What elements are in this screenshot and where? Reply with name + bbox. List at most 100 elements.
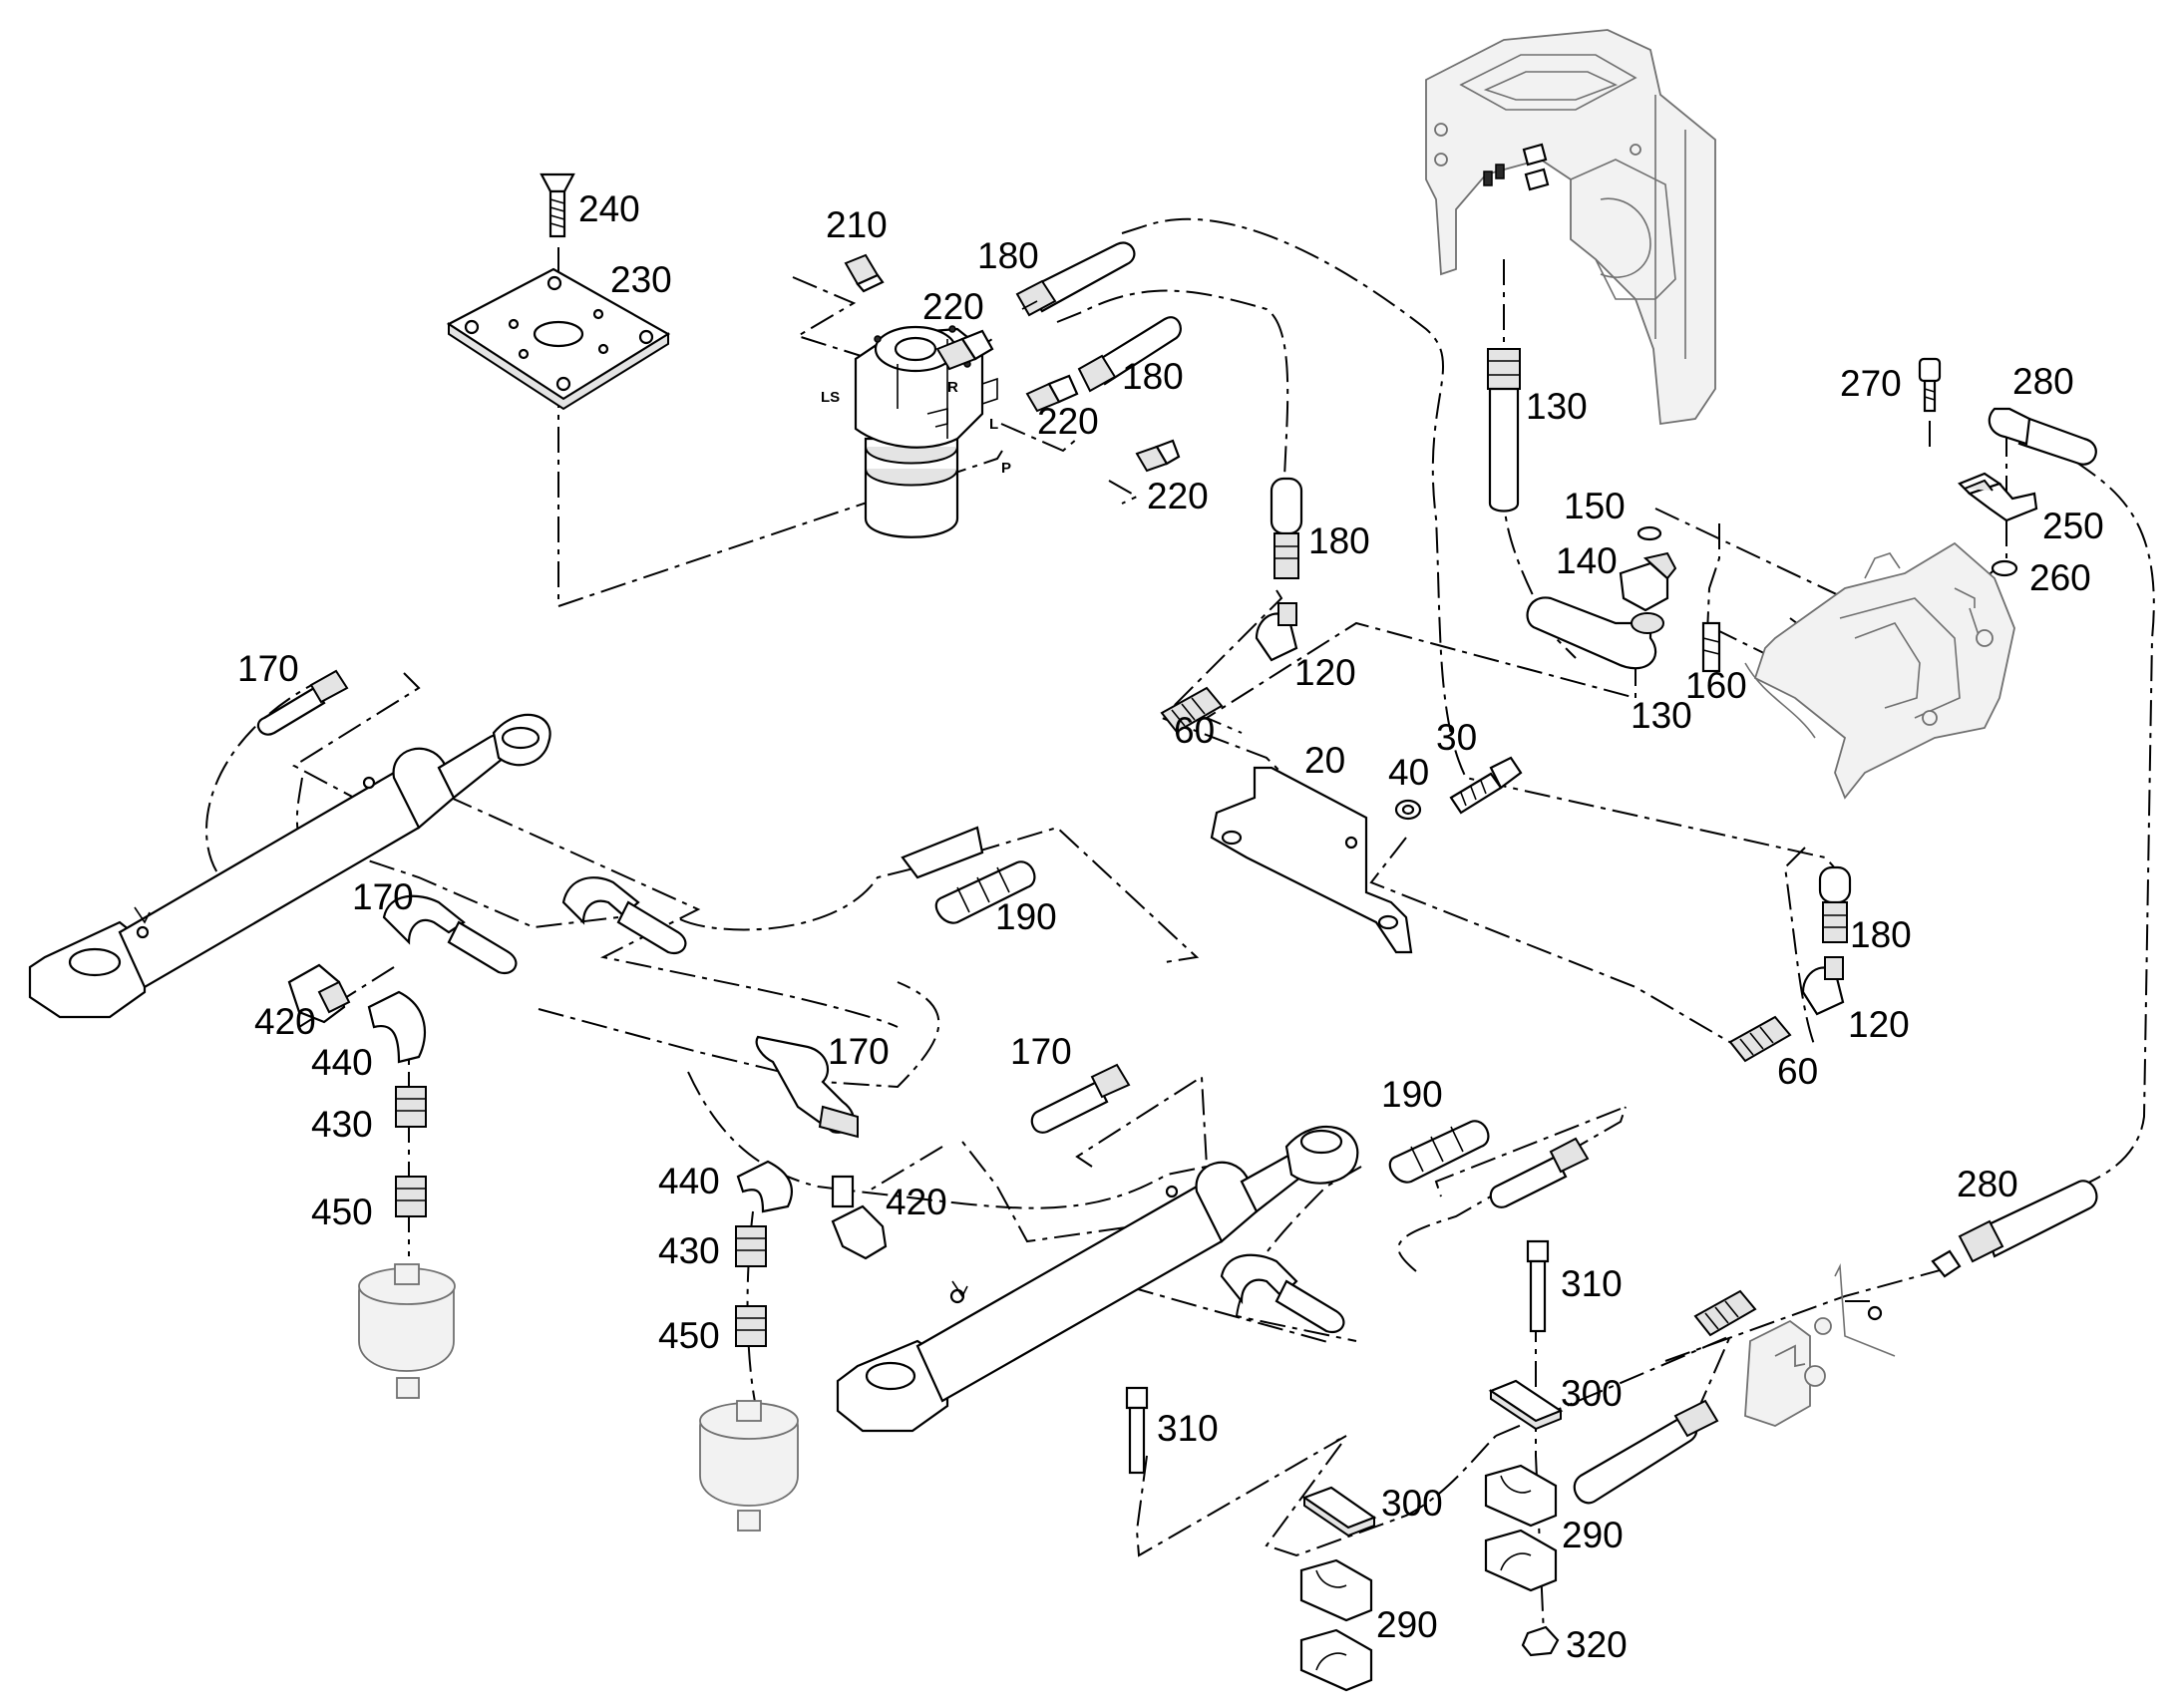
accumulator-right bbox=[699, 1400, 799, 1532]
hose-280-lower bbox=[1958, 1180, 2098, 1263]
label-230: 230 bbox=[610, 259, 672, 300]
label-310-left: 310 bbox=[1157, 1408, 1219, 1449]
screw-270 bbox=[1918, 357, 1942, 413]
label-420-right: 420 bbox=[886, 1182, 947, 1222]
port-p-label: P bbox=[1001, 460, 1011, 477]
label-300-left: 300 bbox=[1381, 1483, 1443, 1524]
label-190-lower: 190 bbox=[1381, 1074, 1443, 1115]
steering-cylinder-right bbox=[836, 1126, 1359, 1433]
label-240: 240 bbox=[578, 188, 640, 229]
fitting-420-left bbox=[287, 963, 351, 1024]
fitting-60-upper bbox=[1160, 686, 1224, 734]
port-r-label: R bbox=[947, 379, 958, 396]
label-120-lower: 120 bbox=[1848, 1004, 1910, 1045]
fitting-450-right bbox=[735, 1305, 767, 1347]
hose-180-top bbox=[1015, 241, 1136, 317]
fitting-lower-right bbox=[1693, 1289, 1757, 1337]
hose-280-top bbox=[1988, 407, 2097, 466]
fitting-220-l bbox=[1025, 374, 1079, 413]
elbow-440-left bbox=[367, 990, 427, 1064]
label-130-elbow: 130 bbox=[1631, 695, 1692, 736]
fitting-220-p bbox=[1135, 439, 1181, 473]
label-440-left: 440 bbox=[311, 1042, 373, 1083]
fitting-450-left bbox=[395, 1176, 427, 1217]
hose-160-lower-right bbox=[1489, 1137, 1590, 1208]
hose-170-right-of-left bbox=[755, 1035, 859, 1139]
label-180-vertical: 180 bbox=[1308, 520, 1370, 561]
label-280-lower: 280 bbox=[1957, 1164, 2018, 1204]
clip-lower-right bbox=[1931, 1249, 1962, 1278]
valve-block-lower-right bbox=[1744, 1263, 1896, 1427]
hose-valve-block-lower-right bbox=[1573, 1399, 1719, 1505]
fitting-430-right bbox=[735, 1225, 767, 1267]
label-180-top: 180 bbox=[977, 235, 1039, 276]
hose-170-center bbox=[561, 876, 687, 955]
label-30: 30 bbox=[1436, 717, 1477, 758]
fitting-420-right bbox=[831, 1175, 888, 1260]
bracket-20 bbox=[1210, 766, 1413, 954]
label-60-upper: 60 bbox=[1174, 710, 1215, 751]
steering-column-lower bbox=[1744, 541, 2015, 800]
label-270: 270 bbox=[1840, 363, 1902, 404]
hose-170-top-left bbox=[256, 669, 349, 736]
label-170-lower-center: 170 bbox=[1010, 1031, 1072, 1072]
plate-300-left bbox=[1301, 1486, 1377, 1537]
plate-300-right bbox=[1488, 1379, 1564, 1431]
routing-lines bbox=[205, 217, 2155, 1636]
elbow-120-lower bbox=[1801, 956, 1845, 1016]
mounting-plate bbox=[446, 267, 671, 411]
clamp-290-left-upper bbox=[1299, 1558, 1373, 1622]
label-430-left: 430 bbox=[311, 1104, 373, 1145]
label-150: 150 bbox=[1564, 486, 1626, 526]
port-ls-label: LS bbox=[821, 389, 840, 406]
hose-170-mid-left bbox=[382, 894, 518, 975]
label-220-l: 220 bbox=[1037, 401, 1099, 442]
hose-130-vertical bbox=[1487, 348, 1521, 512]
port-l-label: L bbox=[989, 416, 998, 433]
label-170-top-left: 170 bbox=[237, 648, 299, 689]
bolt-310-right bbox=[1526, 1239, 1550, 1333]
hose-180-upper-right bbox=[1077, 316, 1182, 393]
hose-190-upper bbox=[901, 826, 1036, 924]
label-280-top: 280 bbox=[2012, 361, 2074, 402]
label-290-right: 290 bbox=[1562, 1515, 1624, 1555]
hose-130-elbow bbox=[1526, 596, 1664, 670]
hose-190-lower bbox=[1388, 1120, 1490, 1184]
fitting-60-lower bbox=[1728, 1015, 1792, 1063]
small-fittings-bracket bbox=[1483, 143, 1550, 191]
label-160: 160 bbox=[1685, 665, 1747, 706]
hose-elbow-lower-center bbox=[1220, 1253, 1345, 1334]
label-260: 260 bbox=[2029, 557, 2091, 598]
hose-170-lower-center bbox=[1030, 1063, 1131, 1134]
clamp-290-left-lower bbox=[1299, 1628, 1373, 1692]
bolt-30 bbox=[1449, 756, 1523, 815]
clamp-290-right-lower bbox=[1484, 1529, 1558, 1592]
label-140: 140 bbox=[1556, 540, 1618, 581]
hose-180-right bbox=[1818, 865, 1852, 943]
steering-cylinder-left bbox=[28, 713, 551, 1019]
label-60-lower: 60 bbox=[1777, 1051, 1818, 1092]
steering-column-bracket bbox=[1425, 29, 1716, 426]
o-ring-260 bbox=[1991, 559, 2018, 577]
accumulator-left bbox=[358, 1263, 456, 1399]
label-310-right: 310 bbox=[1561, 1263, 1623, 1304]
fitting-430-left bbox=[395, 1086, 427, 1128]
elbow-440-right bbox=[736, 1160, 794, 1213]
label-170-mid-left: 170 bbox=[352, 876, 414, 917]
nut-320 bbox=[1521, 1625, 1560, 1657]
label-420-left: 420 bbox=[254, 1001, 316, 1042]
label-190-upper: 190 bbox=[995, 896, 1057, 937]
label-320: 320 bbox=[1566, 1624, 1628, 1665]
label-450-right: 450 bbox=[658, 1315, 720, 1356]
label-40: 40 bbox=[1388, 752, 1429, 793]
clamp-140 bbox=[1619, 551, 1677, 612]
label-300-right: 300 bbox=[1561, 1373, 1623, 1414]
clamp-250 bbox=[1958, 472, 2038, 522]
label-220-p: 220 bbox=[1147, 476, 1209, 516]
label-180-right: 180 bbox=[1850, 914, 1912, 955]
fitting-210 bbox=[844, 253, 885, 293]
label-220-r: 220 bbox=[922, 286, 984, 327]
label-440-right: 440 bbox=[658, 1161, 720, 1201]
elbow-120-upper bbox=[1255, 602, 1298, 662]
countersunk-screw bbox=[540, 172, 575, 238]
